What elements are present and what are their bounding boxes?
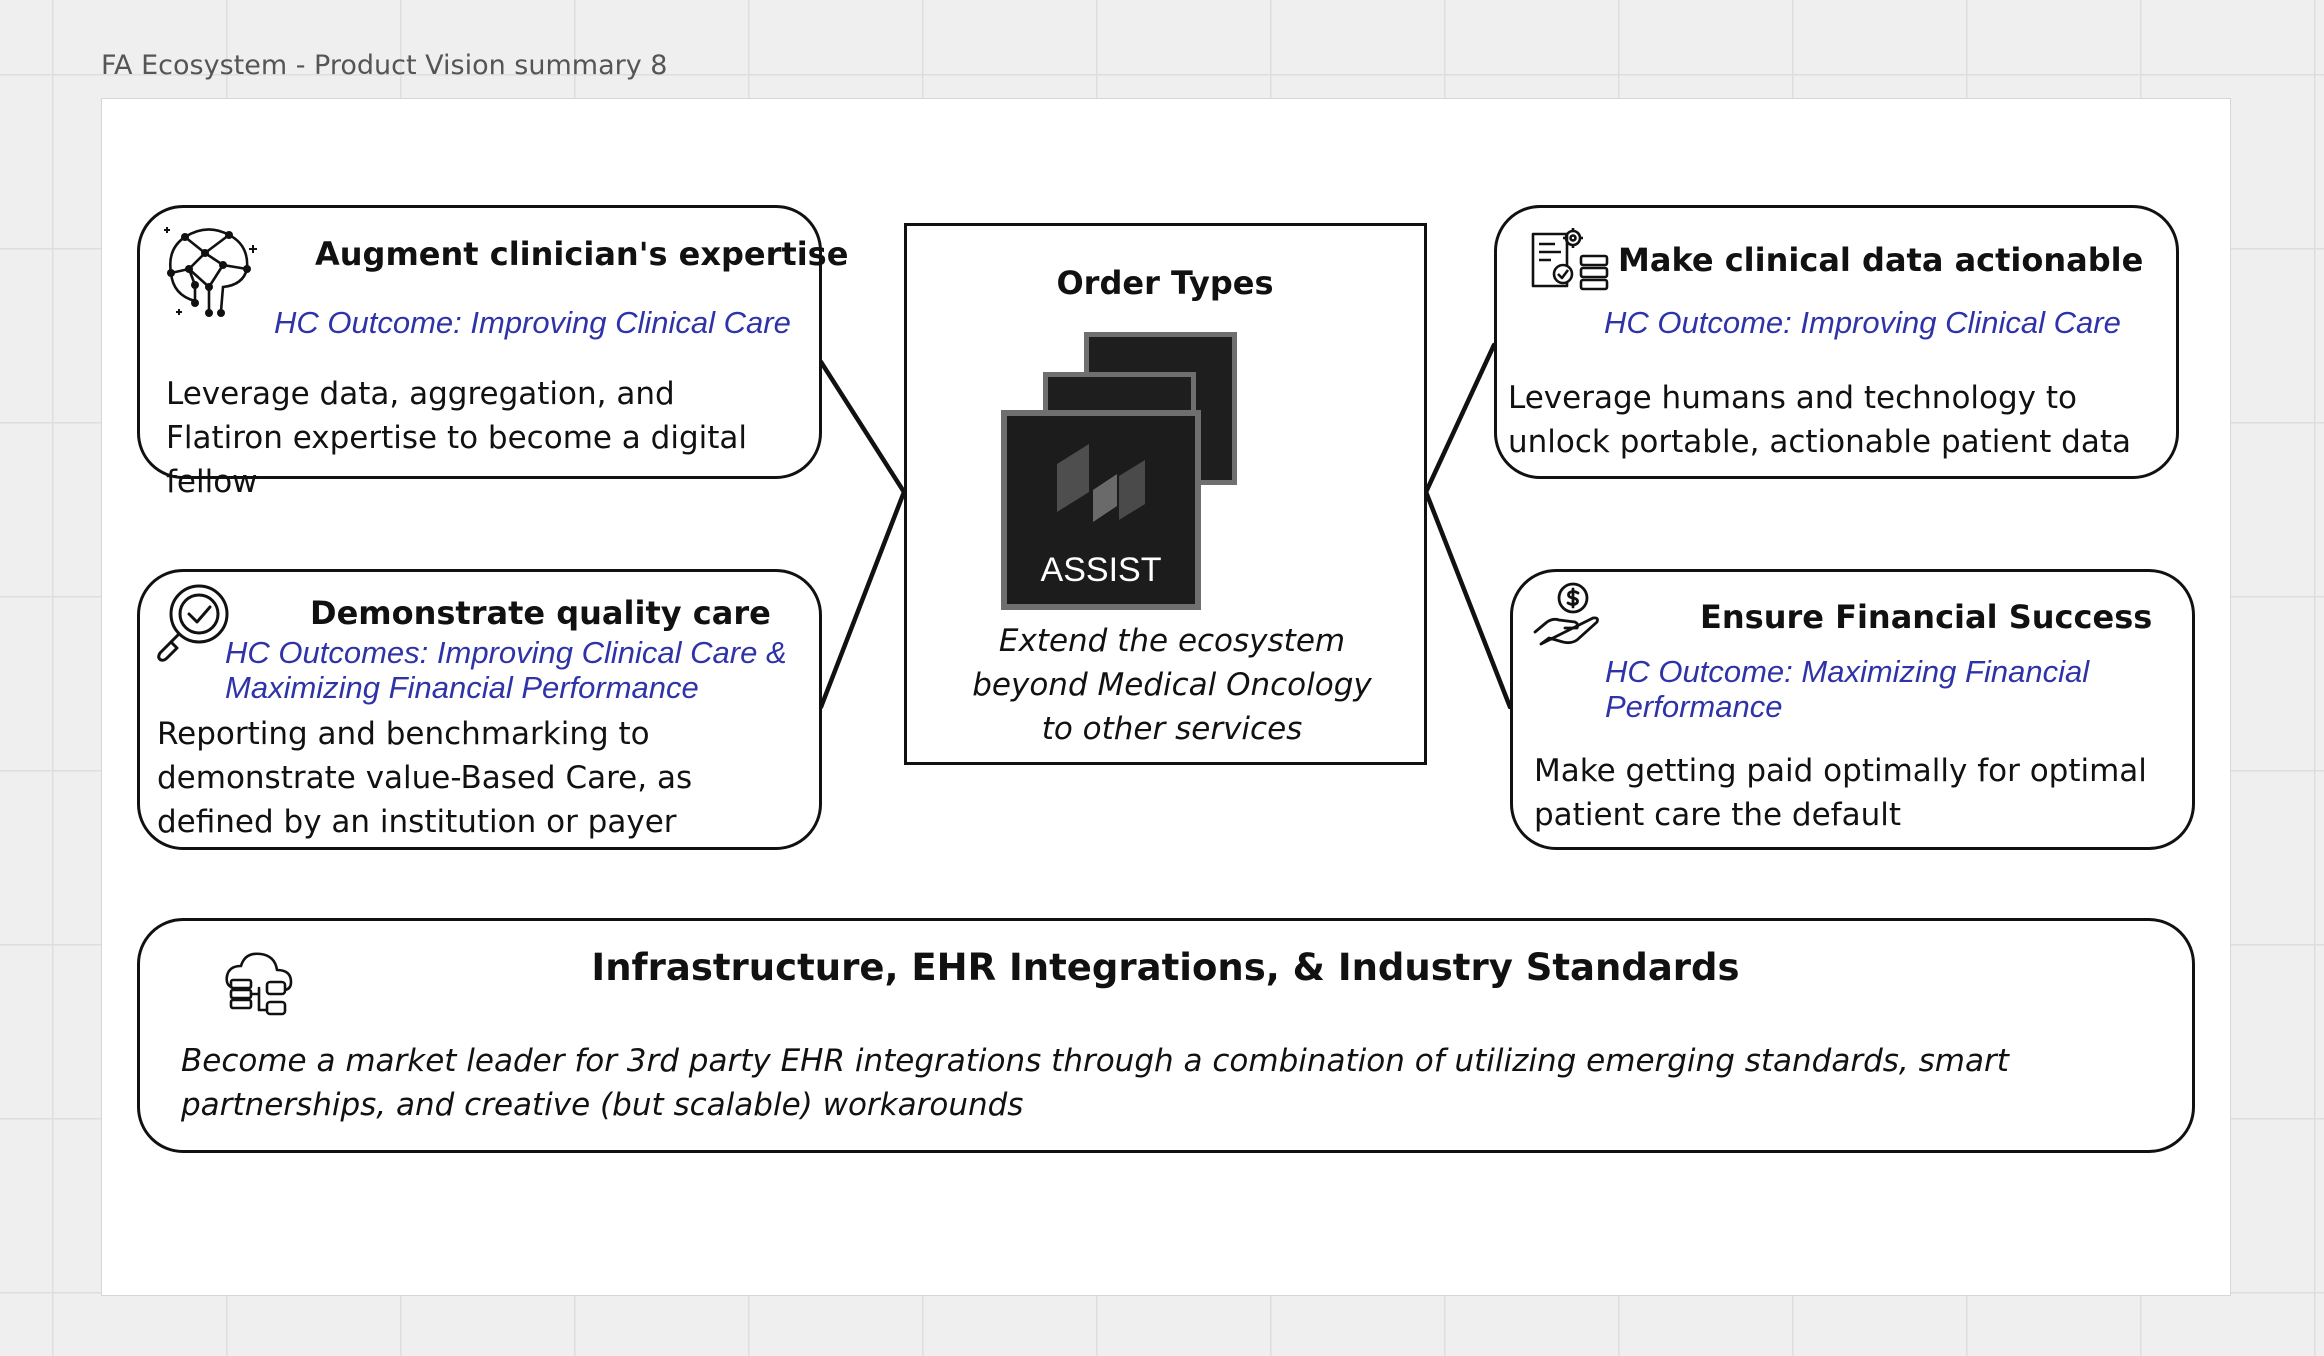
- brain-network-icon: [164, 227, 257, 317]
- connector-financial: [1423, 489, 1513, 710]
- quality-outcome: HC Outcomes: Improving Clinical Care & M…: [225, 635, 787, 705]
- assist-logo-icon: [1057, 444, 1145, 522]
- actionable-card[interactable]: Make clinical data actionable HC Outcome…: [1494, 205, 2179, 479]
- quality-card[interactable]: Demonstrate quality care HC Outcomes: Im…: [137, 569, 822, 850]
- frame-title[interactable]: FA Ecosystem - Product Vision summary 8: [101, 50, 668, 81]
- financial-title: Ensure Financial Success: [1700, 598, 2153, 636]
- augment-card[interactable]: Augment clinician's expertise HC Outcome…: [137, 205, 848, 500]
- infrastructure-card[interactable]: Infrastructure, EHR Integrations, & Indu…: [137, 918, 2195, 1153]
- actionable-title: Make clinical data actionable: [1618, 241, 2144, 279]
- order-types-box[interactable]: Order Types ASSIST Extend the ecosystem …: [904, 223, 1427, 765]
- augment-description: Leverage data, aggregation, and Flatiron…: [166, 376, 748, 500]
- cloud-database-icon: [225, 948, 295, 1018]
- connector-actionable: [1423, 342, 1497, 495]
- financial-description: Make getting paid optimally for optimal …: [1534, 753, 2147, 833]
- order-types-title: Order Types: [1056, 264, 1274, 302]
- hand-coin-icon: [1533, 582, 1607, 654]
- augment-outcome: HC Outcome: Improving Clinical Care: [274, 305, 791, 340]
- financial-card[interactable]: Ensure Financial Success HC Outcome: Max…: [1510, 569, 2195, 850]
- connector-augment: [818, 359, 907, 495]
- infrastructure-description: Become a market leader for 3rd party EHR…: [181, 1043, 2009, 1123]
- actionable-description: Leverage humans and technology to unlock…: [1508, 380, 2131, 460]
- order-types-caption: Extend the ecosystem beyond Medical Onco…: [972, 623, 1372, 747]
- financial-outcome: HC Outcome: Maximizing Financial Perform…: [1605, 654, 2090, 724]
- quality-title: Demonstrate quality care: [310, 594, 771, 632]
- actionable-outcome: HC Outcome: Improving Clinical Care: [1604, 305, 2121, 340]
- assist-card-front: ASSIST: [1001, 410, 1201, 610]
- magnifier-check-icon: [155, 582, 235, 662]
- augment-title: Augment clinician's expertise: [315, 235, 849, 273]
- connector-quality: [818, 489, 907, 710]
- infrastructure-title: Infrastructure, EHR Integrations, & Indu…: [591, 946, 1740, 989]
- assist-label: ASSIST: [1040, 551, 1162, 589]
- quality-description: Reporting and benchmarking to demonstrat…: [157, 716, 693, 840]
- data-settings-icon: [1533, 228, 1611, 294]
